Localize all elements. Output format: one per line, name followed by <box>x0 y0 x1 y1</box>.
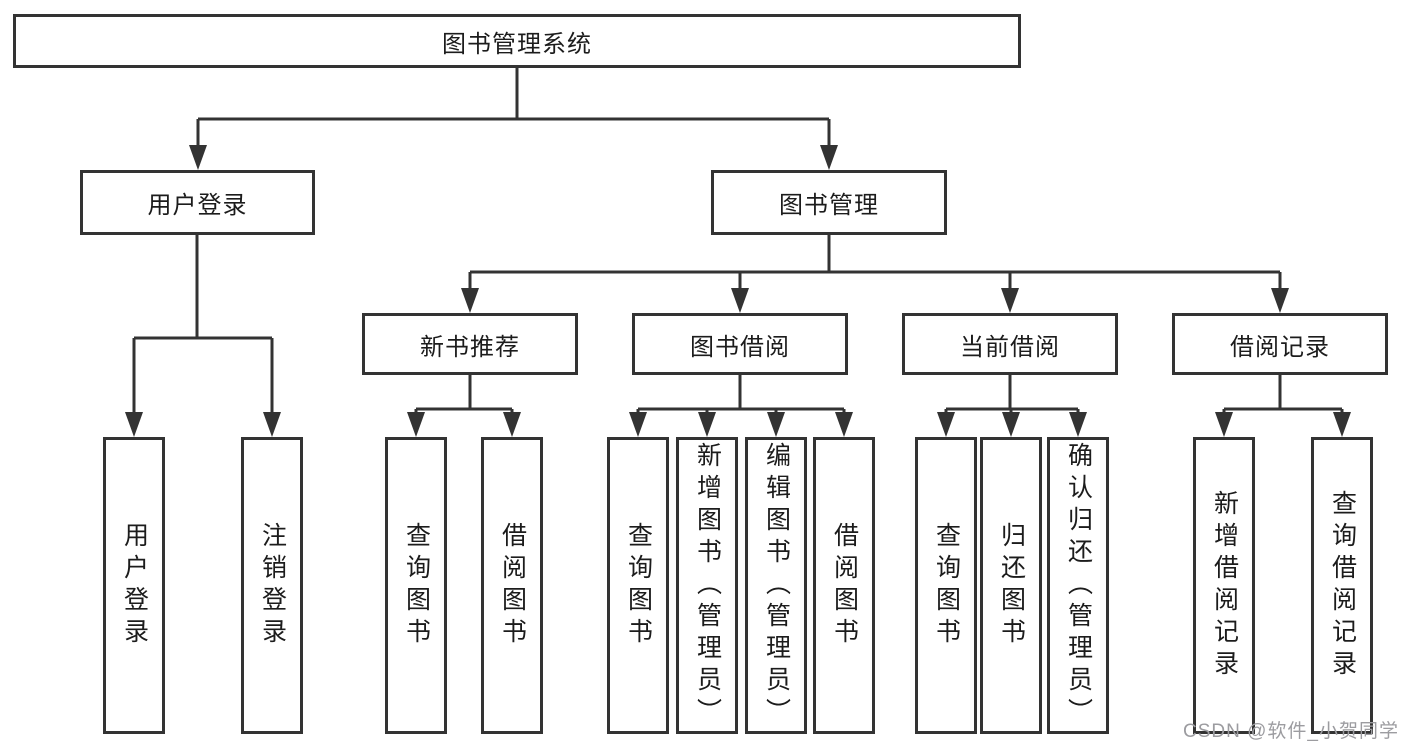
node-borrow-records: 借阅记录 <box>1172 313 1388 375</box>
arrow-icon <box>731 288 749 313</box>
node-book-borrow-label: 图书借阅 <box>690 333 790 361</box>
node-book-borrow: 图书借阅 <box>632 313 848 375</box>
leaf-logout-login-label: 注销登录 <box>258 521 287 650</box>
csdn-watermark: CSDN @软件_小贺同学 <box>1183 721 1399 742</box>
arrow-icon <box>461 288 479 313</box>
leaf-borrow-borrow-book: 借阅图书 <box>813 437 875 734</box>
leaf-borrow-query-book: 查询图书 <box>607 437 669 734</box>
arrow-icon <box>503 412 521 437</box>
arrow-icon <box>407 412 425 437</box>
arrow-icon <box>698 412 716 437</box>
arrow-icon <box>835 412 853 437</box>
leaf-recommend-query-book: 查询图书 <box>385 437 447 734</box>
arrow-icon <box>1002 412 1020 437</box>
leaf-borrow-edit-book-admin-label: 编辑图书（管理员） <box>762 441 791 730</box>
node-user-login: 用户登录 <box>80 170 315 235</box>
arrow-icon <box>820 145 838 170</box>
leaf-record-add-record-label: 新增借阅记录 <box>1210 489 1239 682</box>
leaf-record-query-record: 查询借阅记录 <box>1311 437 1373 734</box>
leaf-recommend-query-book-label: 查询图书 <box>402 521 431 650</box>
node-new-book-recommend: 新书推荐 <box>362 313 578 375</box>
node-root: 图书管理系统 <box>13 14 1021 68</box>
leaf-current-confirm-return-admin-label: 确认归还（管理员） <box>1064 441 1093 730</box>
leaf-borrow-edit-book-admin: 编辑图书（管理员） <box>745 437 807 734</box>
leaf-current-confirm-return-admin: 确认归还（管理员） <box>1047 437 1109 734</box>
node-user-login-label: 用户登录 <box>147 192 248 219</box>
leaf-current-return-book: 归还图书 <box>980 437 1042 734</box>
leaf-record-add-record: 新增借阅记录 <box>1193 437 1255 734</box>
arrow-icon <box>125 412 143 437</box>
leaf-borrow-query-book-label: 查询图书 <box>624 521 653 650</box>
leaf-logout-login: 注销登录 <box>241 437 303 734</box>
node-current-borrow-label: 当前借阅 <box>960 333 1060 361</box>
leaf-recommend-borrow-book-label: 借阅图书 <box>498 521 527 650</box>
arrow-icon <box>1271 288 1289 313</box>
leaf-current-query-book: 查询图书 <box>915 437 977 734</box>
arrow-icon <box>937 412 955 437</box>
leaf-borrow-borrow-book-label: 借阅图书 <box>830 521 859 650</box>
arrow-icon <box>629 412 647 437</box>
arrow-icon <box>189 145 207 170</box>
leaf-user-login-label: 用户登录 <box>120 521 149 650</box>
leaf-current-return-book-label: 归还图书 <box>997 521 1026 650</box>
leaf-borrow-add-book-admin: 新增图书（管理员） <box>676 437 738 734</box>
leaf-recommend-borrow-book: 借阅图书 <box>481 437 543 734</box>
arrow-icon <box>1333 412 1351 437</box>
node-new-book-recommend-label: 新书推荐 <box>420 333 520 361</box>
node-book-management-label: 图书管理 <box>779 192 879 219</box>
arrow-icon <box>767 412 785 437</box>
node-current-borrow: 当前借阅 <box>902 313 1118 375</box>
node-root-label: 图书管理系统 <box>442 30 592 58</box>
arrow-icon <box>1069 412 1087 437</box>
node-book-management: 图书管理 <box>711 170 947 235</box>
arrow-icon <box>263 412 281 437</box>
arrow-icon <box>1215 412 1233 437</box>
arrow-icon <box>1001 288 1019 313</box>
leaf-user-login: 用户登录 <box>103 437 165 734</box>
leaf-record-query-record-label: 查询借阅记录 <box>1328 489 1357 682</box>
leaf-borrow-add-book-admin-label: 新增图书（管理员） <box>693 441 722 730</box>
leaf-current-query-book-label: 查询图书 <box>932 521 961 650</box>
node-borrow-records-label: 借阅记录 <box>1230 333 1330 361</box>
